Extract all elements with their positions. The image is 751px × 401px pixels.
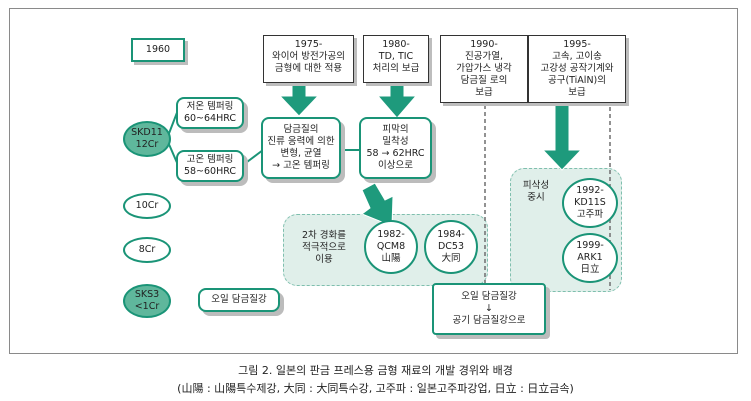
quench-distortion-box: 담금질의 진류 응력에 의한 변형, 균열 → 고온 템퍼링: [261, 117, 341, 179]
year-1960-label: 1960: [131, 38, 185, 62]
material-skd11-12cr: SKD11 12Cr: [123, 121, 171, 157]
connector-high-quench: [242, 149, 264, 166]
material-dc53: 1984- DC53 大同: [424, 220, 478, 274]
high-temper-box: 고온 템퍼링 58~60HRC: [176, 150, 244, 182]
oil-quench-steel-box: 오일 담금질강: [198, 288, 280, 312]
material-10cr: 10Cr: [123, 193, 171, 219]
material-kd11s: 1992- KD11S 고주파: [562, 178, 618, 228]
material-ark1: 1999- ARK1 日立: [562, 233, 618, 283]
arrow-1980-down: [376, 81, 418, 119]
note-1980-td-tic: 1980- TD, TIC 처리의 보급: [363, 35, 429, 83]
material-qcm8: 1982- QCM8 山陽: [364, 220, 418, 274]
arrow-1995-down: [541, 99, 583, 171]
low-temper-box: 저온 템퍼링 60~64HRC: [176, 97, 244, 129]
film-adhesion-box: 피막의 밀착성 58 → 62HRC 이상으로: [359, 117, 432, 179]
note-1995-high-speed-machining: 1995- 고속, 고이송 고강성 공작기계와 공구(TiAlN)의 보급: [528, 35, 626, 103]
figure-caption-title: 그림 2. 일본의 판금 프레스용 금형 재료의 개발 경위와 배경: [238, 364, 513, 377]
oil-to-air-quench-box: 오일 담금질강 ↓ 공기 담금질강으로: [432, 283, 546, 335]
arrow-1975-down: [278, 79, 320, 117]
note-1975-wire-edm: 1975- 와이어 방전가공의 금형에 대한 적용: [263, 35, 354, 83]
secondary-hardening-text: 2차 경화를 적극적으로 이용: [301, 230, 347, 265]
machinability-text: 피삭성 중시: [522, 180, 550, 203]
note-1990-vacuum-furnace: 1990- 진공가열, 가압가스 냉각 담금질 로의 보급: [440, 35, 528, 103]
figure-caption-legend: (山陽 : 山陽특수제강, 大同 : 大同특수강, 고주파 : 일본고주파강업,…: [177, 382, 574, 395]
material-8cr: 8Cr: [123, 237, 171, 263]
arrow-film-secondary: [360, 182, 394, 227]
material-sks3-1cr: SKS3 <1Cr: [123, 284, 171, 318]
